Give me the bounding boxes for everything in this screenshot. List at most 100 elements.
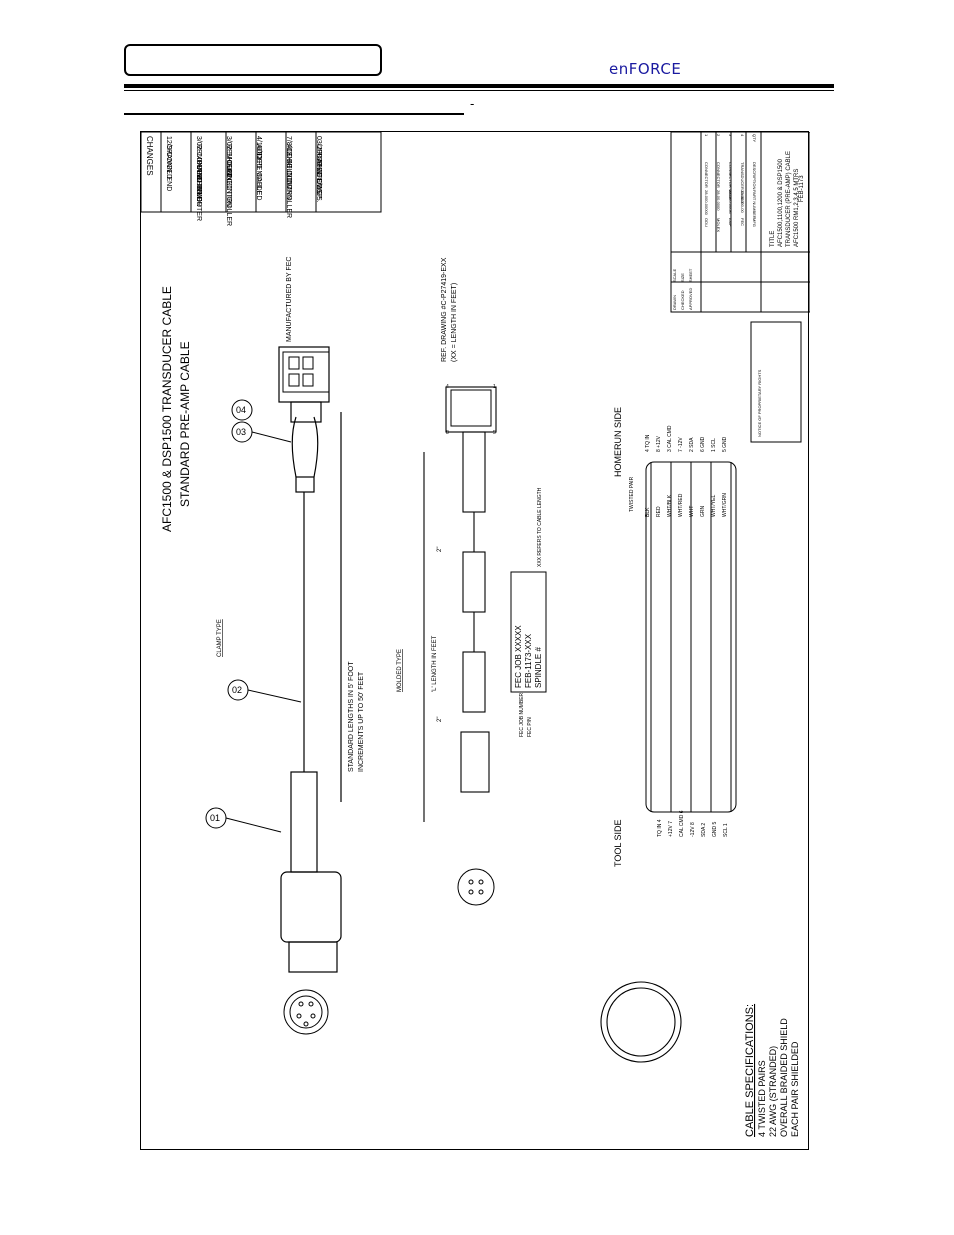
clamp-cable: [278, 346, 342, 973]
homerun-signal-label: 8 +12V: [656, 435, 662, 452]
title-block-field-label: DRAWN: [672, 295, 677, 310]
callout-01: 01: [210, 813, 220, 823]
twisted-pair-label: TWISTED PAIR: [629, 476, 635, 512]
bom-header: QTY: [752, 134, 757, 143]
bom-header: DESCRIPTION: [752, 162, 757, 189]
tool-side-label: TOOL SIDE: [613, 819, 623, 867]
two-inch-b-group: 2": [437, 547, 443, 552]
xxx-refers-label: XXX REFERS TO CABLE LENGTH: [537, 487, 543, 567]
tool-signal-label: -12V 8: [690, 822, 696, 837]
tool-signal-label: SDA 2: [701, 823, 707, 837]
molded-round-connector: [457, 868, 495, 906]
title-block-field: SIZE: [680, 273, 685, 282]
callout-02: 03: [236, 427, 246, 437]
wire-color-label: GRN: [700, 506, 706, 518]
changes-entry-line: REMOVED: [225, 144, 232, 179]
changes-entry-line: 03/2007 FEC: [315, 136, 322, 177]
drawing-title-group: AFC1500 & DSP1500 TRANSDUCER CABLE STAND…: [160, 286, 192, 532]
bom-cell: 2: [716, 134, 721, 137]
tool-signal: -12V 8: [690, 822, 696, 837]
bom-cell: FEC: [740, 218, 745, 226]
changes-entry-line: CHANGED: [165, 144, 172, 179]
changes-entry-line: TYPE CABLE: [255, 152, 262, 196]
molex-connector-top: [282, 351, 330, 393]
title-block-field-label: SCALE: [672, 269, 677, 282]
tool-signal-label: +12V 7: [668, 821, 674, 837]
wire-color-label: WHT/BLK: [667, 494, 673, 517]
tool-signal-label: TQ IN 4: [657, 819, 663, 837]
pin-number-5: 5: [493, 430, 496, 436]
changes-heading: CHANGES: [145, 136, 154, 176]
wire-color: RED: [656, 506, 662, 517]
manufactured-label: MANUFACTURED BY FEC: [286, 257, 293, 342]
tool-side-group: TOOL SIDE: [613, 819, 623, 867]
changes-entry-line: FOR AFC/DSP: [315, 152, 322, 199]
wire-color: BLK: [645, 507, 651, 517]
notice-box: [750, 321, 802, 443]
title-label: TITLE: [770, 231, 776, 247]
homerun-signal: 2 SDA: [689, 437, 695, 452]
fec-job-number-label: FEC JOB NUMBER: [519, 692, 525, 737]
title-block-field-label: APPROVED: [688, 288, 693, 310]
standard-length-group: STANDARD LENGTHS IN 5' FOOT INCREMENTS U…: [348, 661, 365, 772]
changes-entry-line: ADDED MOLDED: [255, 144, 262, 200]
header-rule-thin: [124, 90, 834, 91]
pin-number-4: 4: [446, 384, 449, 390]
changes-entry-line: SHIELD: [195, 176, 202, 201]
drawing-title-line1: AFC1500 & DSP1500 TRANSDUCER CABLE: [160, 286, 174, 532]
wire-color: WHT/BLK: [667, 494, 673, 517]
clamp-type-label: CLAMP TYPE: [217, 619, 223, 657]
fec-pn-label: FEC P/N: [527, 717, 533, 737]
pinout-circle: [600, 981, 682, 1063]
cable-spec-line: 22 AWG (STRANDED): [768, 1046, 778, 1137]
homerun-signal: 5 GND: [722, 436, 728, 452]
tool-signal-label: CAL CMD 6: [679, 810, 685, 837]
cable-spec-line: OVERALL BRAIDED SHIELD: [779, 1018, 789, 1137]
bom-cell: TRANSDUCER CABLE: [740, 162, 745, 204]
fec-job-box: [510, 571, 547, 693]
callout-labels: 01 02 03 04: [210, 405, 246, 823]
tool-signal: SCL 1: [723, 823, 729, 837]
changes-entry-line: 12/97: [165, 136, 172, 154]
tool-signal: +12V 7: [668, 821, 674, 837]
changes-entry-line: REMOVED: [195, 144, 202, 179]
bom-cell: CONNECTOR MALE: [728, 162, 733, 200]
callouts: [205, 399, 302, 833]
feb-part-label: FEB-1173-XXX: [524, 633, 533, 688]
two-inch-a-group: 2": [437, 717, 443, 722]
changes-entry-line: SHIELD CONN.: [285, 152, 292, 202]
notice-label: NOTICE OF PROPRIETARY RIGHTS: [757, 369, 762, 437]
fec-job-number-group: FEC JOB NUMBER FEC P/N: [519, 692, 533, 737]
homerun-signal-label: 2 SDA: [689, 437, 695, 452]
callout-04: 02: [232, 685, 242, 695]
length-in-feet-label: 'L' LENGTH IN FEET: [432, 635, 438, 692]
wire-color: GRN: [700, 506, 706, 518]
title-block: [670, 132, 810, 313]
standard-length-1: STANDARD LENGTHS IN 5' FOOT: [348, 661, 355, 772]
desc-line1: AFC1500,1100,1200 & DSP1500: [778, 158, 784, 247]
bom-cell: 4: [740, 134, 745, 137]
drawing-number: FEB-1173: [799, 175, 805, 202]
homerun-side-label: HOMERUN SIDE: [613, 407, 623, 477]
homerun-signal: 4 TQ IN: [645, 434, 651, 452]
bom-cell: 28-000-00000: [704, 190, 709, 216]
homerun-signal-label: 6 GND: [700, 436, 706, 452]
homerun-signal-label: 5 GND: [722, 436, 728, 452]
wire-color-label: WHT/RED: [678, 493, 684, 517]
molded-type-group: MOLDED TYPE: [397, 649, 403, 692]
wire-color: WHT: [689, 506, 695, 517]
homerun-signal: 3 CAL CMD: [667, 425, 673, 452]
homerun-signal: 7 -12V: [678, 437, 684, 452]
changes-entry-line: UPDATED DWGS.: [315, 144, 322, 203]
bom-cell: AMP: [728, 218, 733, 227]
homerun-signal-label: 3 CAL CMD: [667, 425, 673, 452]
spindle-label: SPINDLE #: [534, 647, 543, 688]
changes-entry-line: SHIELD: [225, 152, 232, 177]
title-block-field: SHEET: [688, 268, 693, 282]
wire-color-label: WHT/GRN: [722, 493, 728, 517]
section-rule: [124, 113, 464, 115]
